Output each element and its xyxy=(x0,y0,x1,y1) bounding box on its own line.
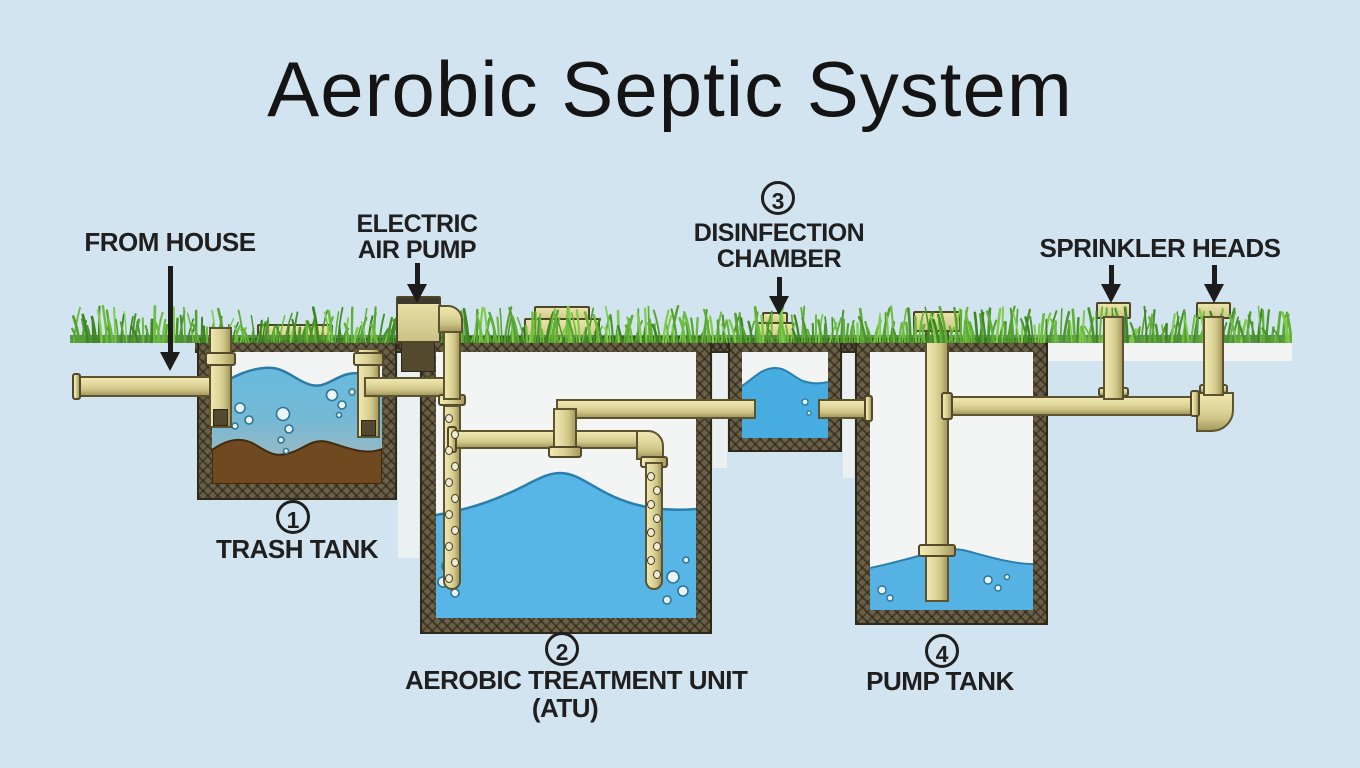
pump-tank-interior xyxy=(870,352,1033,610)
sprinkler-line-elbow xyxy=(1196,392,1234,432)
diffuser-hole xyxy=(451,494,459,503)
diffuser-hole xyxy=(445,478,453,487)
pump-riser-pipe xyxy=(925,330,949,602)
disinfection-outlet-end-ring xyxy=(864,395,873,422)
air-pump-arrow-line xyxy=(415,263,420,285)
pump-tank-contents xyxy=(870,548,1033,610)
disinfection-arrow-line xyxy=(777,277,782,297)
disinfection-label-line2: CHAMBER xyxy=(716,245,842,273)
electric-air-pump-unit xyxy=(396,296,441,343)
diagram-title: Aerobic Septic System xyxy=(267,45,1073,133)
number-4-badge: 4 xyxy=(925,634,959,668)
from-house-label: FROM HOUSE xyxy=(84,227,256,257)
diffuser-hole xyxy=(451,526,459,535)
number-2-badge: 2 xyxy=(545,632,579,666)
number-1-badge: 1 xyxy=(276,500,310,534)
diffuser-hole xyxy=(647,472,655,481)
from-house-arrow-line xyxy=(168,266,173,352)
diffuser-hole xyxy=(445,542,453,551)
elbow-ring xyxy=(1190,390,1200,417)
disinfection-label-line1: DISINFECTION xyxy=(693,219,865,247)
trash-to-atu-pipe xyxy=(364,377,448,397)
air-pump-chase xyxy=(401,340,435,372)
soil-gap xyxy=(398,353,419,558)
air-pump-label-line1: ELECTRIC xyxy=(356,210,479,238)
sprinkler-arrow-right-head xyxy=(1204,284,1224,303)
grass xyxy=(70,304,1292,343)
disinfection-chamber-contents xyxy=(742,366,828,438)
air-pump-label-line2: AIR PUMP xyxy=(357,236,477,264)
trash-tank-interior xyxy=(212,352,382,484)
trash-tank-contents xyxy=(212,366,382,484)
diffuser-hole xyxy=(653,542,661,551)
pump-tank-label: PUMP TANK xyxy=(866,666,1014,696)
outlet-baffle-coupling xyxy=(353,352,384,366)
air-pump-elbow xyxy=(438,305,463,333)
outlet-baffle-opening xyxy=(361,420,376,436)
disinfection-arrow-head xyxy=(769,296,789,315)
diffuser-hole xyxy=(647,528,655,537)
diffuser-hole xyxy=(445,446,453,455)
atu-sub-label: (ATU) xyxy=(531,693,599,723)
diffuser-hole xyxy=(451,558,459,567)
atu-label: AEROBIC TREATMENT UNIT xyxy=(405,665,748,695)
from-house-arrow-head xyxy=(160,352,180,371)
diffuser-hole xyxy=(653,486,661,495)
sprinkler-heads-label: SPRINKLER HEADS xyxy=(1039,233,1281,263)
diffuser-hole xyxy=(653,514,661,523)
diffuser-hole xyxy=(647,556,655,565)
trash-tank-label: TRASH TANK xyxy=(215,534,379,564)
diffuser-hole xyxy=(451,430,459,439)
diffuser-hole xyxy=(647,500,655,509)
sprinkler-riser-right xyxy=(1203,316,1224,396)
inlet-pipe-from-house xyxy=(75,376,221,397)
diffuser-hole xyxy=(445,510,453,519)
sprinkler-riser-left xyxy=(1103,316,1124,400)
diffuser-hole xyxy=(451,462,459,471)
diffuser-hole xyxy=(445,414,453,423)
diffuser-hole xyxy=(653,570,661,579)
drop-stub-flange xyxy=(548,446,582,458)
manifold-elbow xyxy=(636,430,664,460)
inlet-tee-opening xyxy=(213,409,228,426)
inlet-pipe-end-ring xyxy=(72,373,81,400)
atu-outlet-drop-stub xyxy=(553,408,577,452)
atu-outlet-pipe xyxy=(556,399,756,419)
sprinkler-supply-pipe xyxy=(945,396,1214,416)
number-3-badge: 3 xyxy=(761,181,795,215)
sprinkler-arrow-right-line xyxy=(1212,265,1217,285)
pump-riser-coupling xyxy=(918,544,956,557)
disinfection-chamber-interior xyxy=(742,352,828,438)
diffuser-hole xyxy=(445,574,453,583)
sprinkler-arrow-left-line xyxy=(1109,265,1114,285)
riser-tee-flange xyxy=(941,392,953,420)
air-pump-arrow-head xyxy=(407,284,427,303)
inlet-tee-coupling xyxy=(205,352,236,366)
sprinkler-arrow-left-head xyxy=(1101,284,1121,303)
